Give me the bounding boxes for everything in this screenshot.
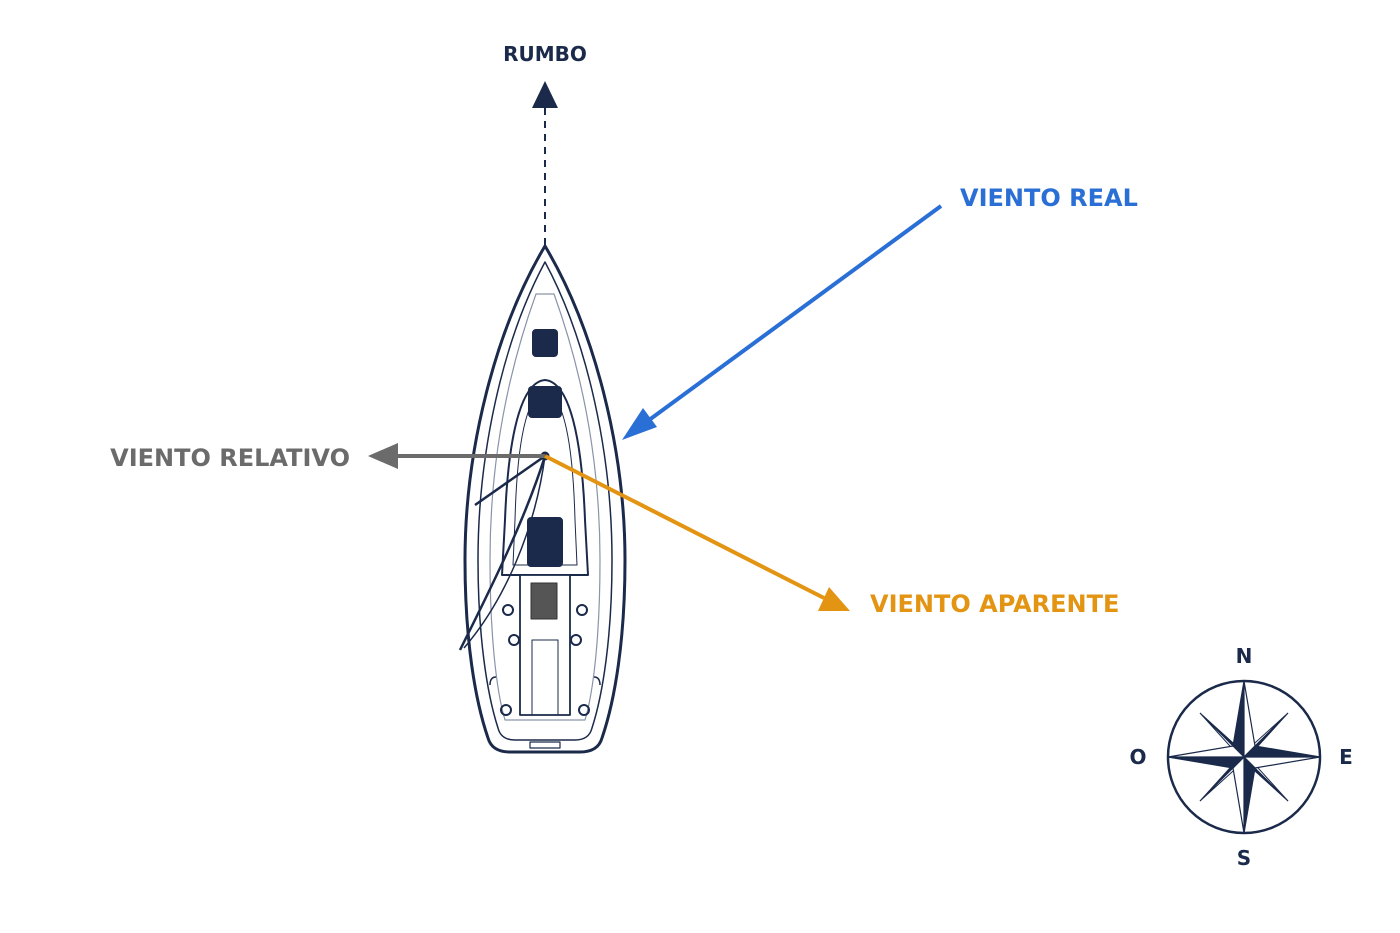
winch-icon [570,634,582,646]
compass-rose: N S E O [1129,644,1352,870]
apparent-wind-label: VIENTO APARENTE [870,590,1119,618]
compass-east-label: E [1339,745,1353,769]
compass-main-points [1167,680,1321,834]
boom-line [474,454,546,507]
cleat-icon [489,676,601,686]
true-wind-arrow [643,204,943,425]
mainsail-leech [463,455,546,649]
relative-wind-label: VIENTO RELATIVO [110,444,350,472]
mid-hatch [528,386,562,418]
winch-icon [576,604,588,616]
deck-line [489,293,601,721]
compass-north-label: N [1236,644,1253,668]
winch-icon [500,704,512,716]
apparent-wind-arrowhead [818,587,850,611]
heading-arrowhead [532,81,558,108]
apparent-wind-arrow [544,454,825,600]
true-wind-arrowhead [622,408,657,440]
winch-icon [508,634,520,646]
heading-label: RUMBO [503,42,587,66]
apparent-wind-group: VIENTO APARENTE [544,454,1119,618]
sailboat [458,244,627,754]
relative-wind-arrowhead [368,443,398,469]
compass-south-label: S [1237,846,1251,870]
true-wind-group: VIENTO REAL [622,184,1138,440]
compass-west-label: O [1129,745,1146,769]
transom-step [529,741,561,749]
winch-icon [502,604,514,616]
companionway [530,582,558,620]
forward-hatch [532,329,558,357]
winch-icon [578,704,590,716]
cockpit [519,574,571,716]
hull-inner [477,261,613,741]
cabin-hatch [527,517,563,567]
relative-wind-group: VIENTO RELATIVO [110,443,545,472]
cockpit-sole [531,639,559,716]
true-wind-label: VIENTO REAL [960,184,1138,212]
heading-group: RUMBO [503,42,587,292]
mainsail [458,455,547,651]
